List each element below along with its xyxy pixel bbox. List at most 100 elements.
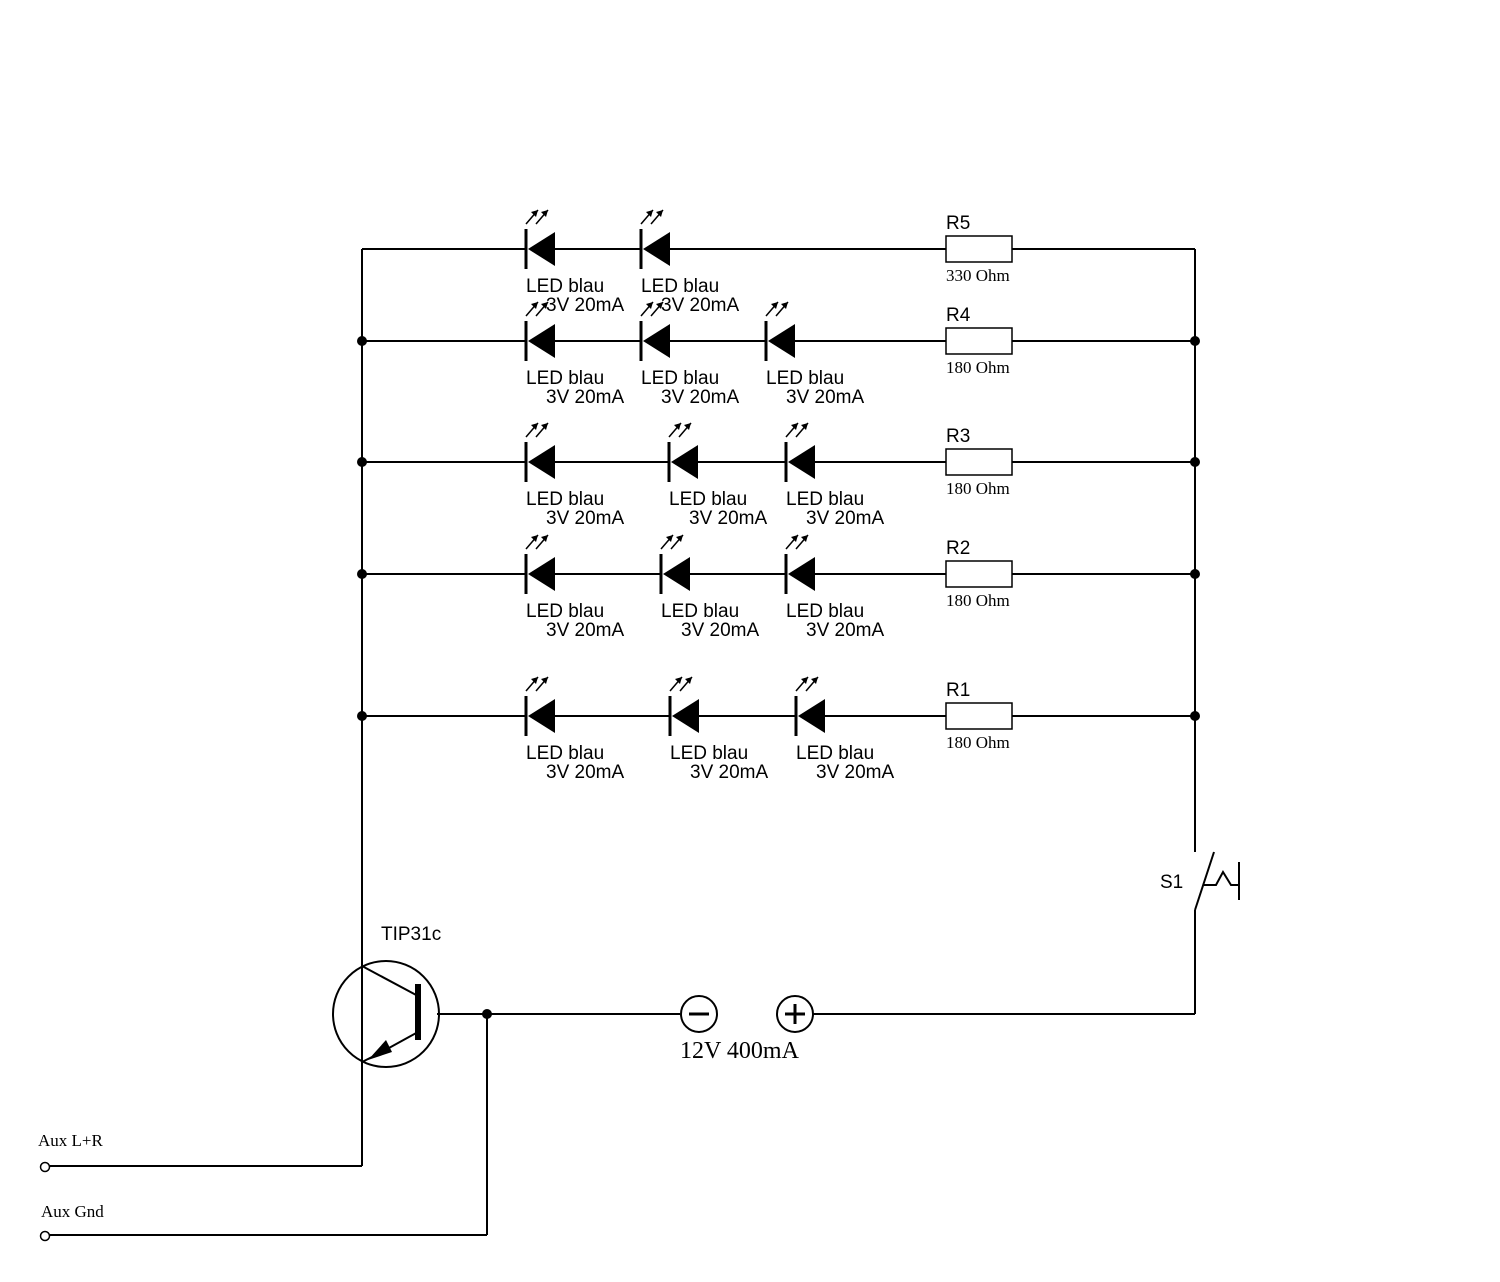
led-triangle	[671, 445, 698, 479]
led-light-arrowhead	[676, 535, 683, 542]
emitter-lead	[361, 1053, 379, 1063]
resistor-name: R5	[946, 213, 970, 234]
led-triangle	[528, 232, 555, 266]
led-name: LED blau	[641, 368, 719, 389]
led-rating: 3V 20mA	[546, 762, 624, 783]
resistor-value: 180 Ohm	[946, 591, 1010, 610]
aux-gnd-terminal	[39, 1230, 51, 1242]
aux-lr-label: Aux L+R	[38, 1131, 103, 1150]
transistor-label: TIP31c	[381, 924, 441, 945]
power-label: 12V 400mA	[680, 1038, 800, 1064]
led-name: LED blau	[670, 743, 748, 764]
led-rating: 3V 20mA	[661, 295, 739, 316]
led-light-arrowhead	[531, 677, 538, 684]
led-rating: 3V 20mA	[681, 620, 759, 641]
resistor-value: 180 Ohm	[946, 358, 1010, 377]
led-light-arrowhead	[791, 423, 798, 430]
led-light-arrowhead	[771, 302, 778, 309]
led-name: LED blau	[766, 368, 844, 389]
led-name: LED blau	[786, 489, 864, 510]
led-name: LED blau	[526, 743, 604, 764]
resistor-name: R4	[946, 305, 971, 326]
resistor-body	[945, 235, 1013, 263]
led-triangle	[528, 324, 555, 358]
junction-dot	[1190, 711, 1200, 721]
led-light-arrowhead	[531, 423, 538, 430]
led-light-arrowhead	[791, 535, 798, 542]
led-triangle	[788, 445, 815, 479]
led-light-arrowhead	[685, 677, 692, 684]
aux-terminals: Aux L+R Aux Gnd	[38, 1131, 104, 1242]
junction-dot	[357, 336, 367, 346]
junction-dot	[357, 457, 367, 467]
led-name: LED blau	[786, 601, 864, 622]
led-rating: 3V 20mA	[689, 508, 767, 529]
led-rating: 3V 20mA	[546, 620, 624, 641]
led-light-arrowhead	[801, 423, 808, 430]
resistor-body	[945, 702, 1013, 730]
resistor-name: R3	[946, 426, 970, 447]
led-triangle	[528, 557, 555, 591]
junction-dot	[1190, 457, 1200, 467]
resistor: R4 180 Ohm	[945, 305, 1013, 377]
led-triangle	[768, 324, 795, 358]
led-light-arrowhead	[666, 535, 673, 542]
led-light-arrowhead	[531, 535, 538, 542]
led-triangle	[528, 699, 555, 733]
resistor: R3 180 Ohm	[945, 426, 1013, 498]
led-triangle	[672, 699, 699, 733]
plus-terminal	[776, 995, 814, 1033]
led-light-arrowhead	[811, 677, 818, 684]
power-source: 12V 400mA	[680, 995, 814, 1064]
led-triangle	[643, 324, 670, 358]
led-name: LED blau	[796, 743, 874, 764]
led-rating: 3V 20mA	[661, 387, 739, 408]
led-light-arrowhead	[541, 677, 548, 684]
resistor-body	[945, 327, 1013, 355]
led-triangle	[643, 232, 670, 266]
junction-dot	[1190, 569, 1200, 579]
led-name: LED blau	[661, 601, 739, 622]
led-rating: 3V 20mA	[546, 387, 624, 408]
led-triangle	[528, 445, 555, 479]
led-light-arrowhead	[656, 210, 663, 217]
led-rating: 3V 20mA	[806, 508, 884, 529]
switch-actuator	[1204, 869, 1239, 886]
led-light-arrowhead	[801, 535, 808, 542]
led-name: LED blau	[526, 601, 604, 622]
led-rating: 3V 20mA	[690, 762, 768, 783]
led-name: LED blau	[526, 368, 604, 389]
led-light-arrowhead	[541, 535, 548, 542]
resistor-value: 330 Ohm	[946, 266, 1010, 285]
wiring	[50, 249, 1196, 1236]
aux-lr-terminal	[39, 1161, 51, 1173]
led-name: LED blau	[669, 489, 747, 510]
resistor: R5 330 Ohm	[945, 213, 1013, 285]
switch-label: S1	[1160, 872, 1183, 893]
led-light-arrowhead	[675, 677, 682, 684]
resistor-name: R1	[946, 680, 970, 701]
led-rating: 3V 20mA	[816, 762, 894, 783]
transistor-collector	[361, 965, 419, 997]
resistor-value: 180 Ohm	[946, 479, 1010, 498]
led-rating: 3V 20mA	[546, 508, 624, 529]
led-triangle	[788, 557, 815, 591]
